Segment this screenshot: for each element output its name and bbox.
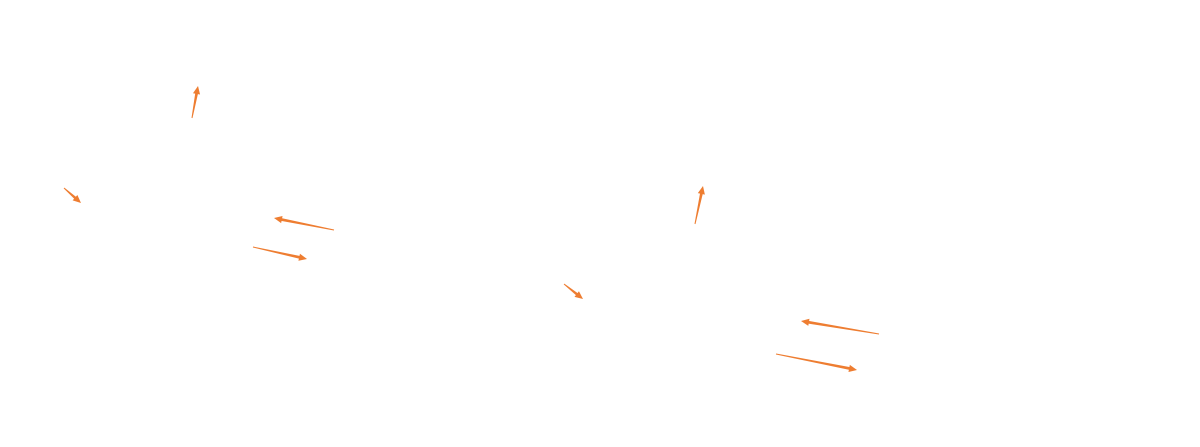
arrow-group-right [563,186,880,372]
arrow-head [801,318,810,326]
arrow-right-icon [252,246,307,261]
arrow-head [274,216,283,224]
arrow-head [574,291,583,299]
arrow-head [848,364,857,372]
arrow-up-icon [191,86,201,119]
arrow-head [72,195,81,203]
arrow-down-right-icon [563,283,583,299]
arrow-shaft [252,246,301,259]
arrow-right-icon [775,353,857,372]
arrow-left-icon [801,318,880,335]
arrow-head [298,253,307,261]
arrow-left-icon [274,216,335,231]
arrow-group-left [63,86,335,261]
arrow-shaft [191,92,199,119]
arrow-head [697,186,705,195]
arrow-shaft [563,283,579,296]
arrow-shaft [807,320,880,335]
arrow-shaft [694,192,703,225]
arrow-shaft [775,353,851,371]
arrow-head [192,86,201,95]
arrow-down-right-icon [63,187,81,203]
arrow-up-icon [694,186,705,225]
arrow-shaft [280,217,335,231]
arrow-shaft [63,187,77,200]
